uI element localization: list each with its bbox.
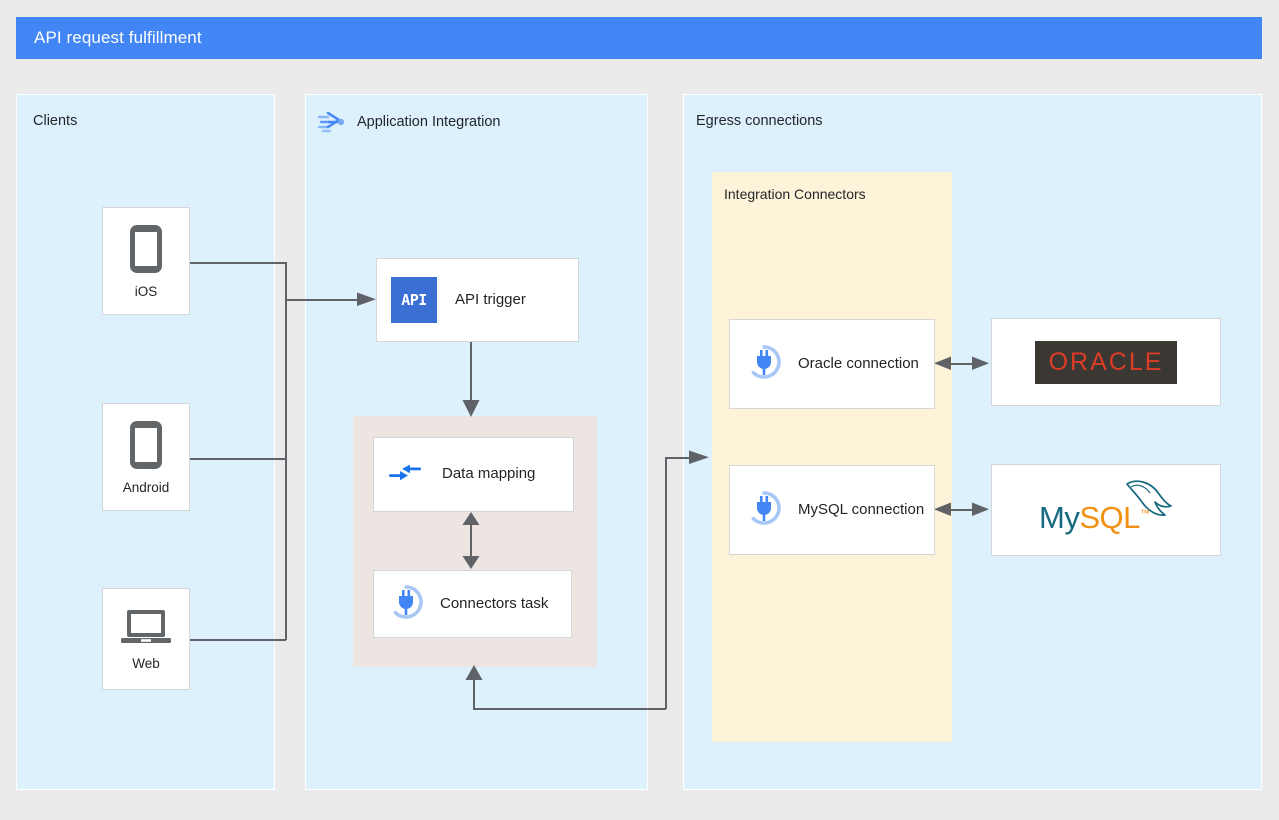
wire-return-horizontal — [473, 708, 666, 710]
application-integration-icon — [317, 108, 347, 136]
connection-label-mysql: MySQL connection — [798, 500, 925, 518]
api-trigger-icon: API — [391, 277, 437, 323]
wire-bus-to-api-trigger — [285, 299, 363, 301]
arrow-to-integration-connectors — [689, 450, 709, 464]
mysql-my-text: My — [1039, 500, 1080, 535]
arrow-oracle-left — [934, 356, 951, 370]
wire-web-horizontal — [190, 639, 286, 641]
mysql-logo-text: MySQL™ — [1039, 500, 1150, 536]
wire-android-horizontal — [190, 458, 286, 460]
task-label-api-trigger: API trigger — [455, 290, 526, 308]
data-mapping-icon — [388, 460, 422, 489]
oracle-logo-text: ORACLE — [1048, 347, 1164, 376]
panel-application-integration-header: Application Integration — [317, 108, 501, 136]
wire-datamapping-connectorstask — [470, 519, 472, 562]
oracle-logo: ORACLE — [1034, 340, 1178, 384]
phone-icon — [128, 419, 164, 476]
connection-card-oracle[interactable]: Oracle connection — [729, 319, 935, 409]
page-title: API request fulfillment — [34, 28, 202, 47]
task-card-api-trigger[interactable]: API API trigger — [376, 258, 579, 342]
task-card-connectors-task[interactable]: Connectors task — [373, 570, 572, 638]
wire-return-up — [473, 680, 475, 709]
wire-ios-horizontal — [190, 262, 286, 264]
integration-connectors-label: Integration Connectors — [724, 186, 866, 202]
wire-api-to-datamapping — [470, 342, 472, 404]
task-card-data-mapping[interactable]: Data mapping — [373, 437, 574, 512]
backend-card-mysql[interactable]: MySQL™ — [991, 464, 1221, 556]
wire-return-vertical — [665, 457, 667, 709]
mysql-dolphin-icon — [1126, 480, 1172, 516]
panel-egress-header: Egress connections — [696, 113, 823, 129]
wire-client-bus-vertical — [285, 262, 287, 640]
client-label-android: Android — [122, 480, 170, 495]
diagram-title-bar: API request fulfillment — [16, 17, 1262, 59]
panel-clients-header: Clients — [33, 113, 77, 129]
phone-icon — [128, 223, 164, 280]
mysql-trademark: ™ — [1139, 508, 1150, 520]
panel-clients-label: Clients — [33, 113, 78, 129]
wire-to-connectors-horizontal — [665, 457, 695, 459]
client-label-ios: iOS — [134, 284, 158, 299]
connection-card-mysql[interactable]: MySQL connection — [729, 465, 935, 555]
connection-label-oracle: Oracle connection — [798, 354, 919, 372]
client-label-web: Web — [132, 656, 160, 671]
arrow-oracle-right — [972, 356, 989, 370]
laptop-icon — [120, 607, 172, 652]
integration-connectors-box: Integration Connectors — [712, 172, 952, 742]
task-label-data-mapping: Data mapping — [442, 465, 536, 483]
arrow-to-data-mapping — [462, 400, 480, 417]
backend-card-oracle[interactable]: ORACLE — [991, 318, 1221, 406]
plug-icon — [388, 584, 424, 625]
plug-icon — [746, 344, 782, 385]
panel-egress-label: Egress connections — [696, 113, 823, 129]
client-card-web[interactable]: Web — [102, 588, 190, 690]
mysql-logo: MySQL™ — [1031, 478, 1181, 542]
plug-icon — [746, 490, 782, 531]
task-label-connectors-task: Connectors task — [440, 594, 549, 612]
client-card-ios[interactable]: iOS — [102, 207, 190, 315]
wire-oracle-link — [944, 363, 980, 365]
arrow-up-datamapping — [462, 512, 480, 525]
arrow-return-to-flow-group — [465, 665, 483, 680]
arrow-down-connectorstask — [462, 556, 480, 569]
wire-mysql-link — [944, 509, 980, 511]
arrow-to-api-trigger — [357, 292, 376, 306]
arrow-mysql-right — [972, 502, 989, 516]
panel-application-integration-label: Application Integration — [357, 114, 501, 130]
mysql-sql-text: SQL — [1079, 500, 1140, 535]
client-card-android[interactable]: Android — [102, 403, 190, 511]
arrow-mysql-left — [934, 502, 951, 516]
